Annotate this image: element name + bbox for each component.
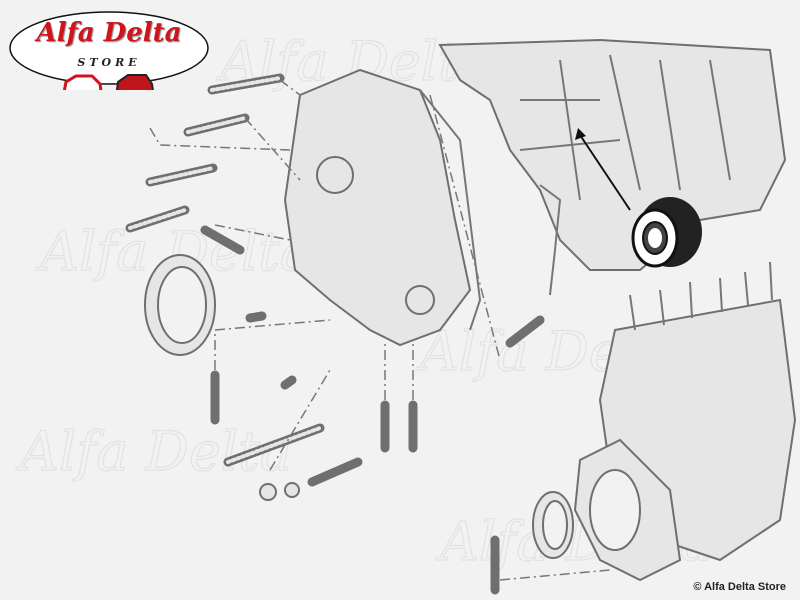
oil-seal-bore bbox=[157, 266, 207, 344]
arrow-icon bbox=[575, 128, 586, 140]
cover-boss bbox=[405, 285, 435, 315]
logo-subtitle: STORE bbox=[77, 56, 141, 69]
rear-oil-seal-bore bbox=[542, 500, 568, 550]
block-ribs bbox=[519, 54, 731, 201]
timing-cover bbox=[283, 68, 472, 347]
stud-threads bbox=[128, 76, 322, 464]
logo-ellipse bbox=[9, 11, 209, 90]
cars-icon bbox=[62, 74, 154, 90]
store-logo[interactable]: Alfa Delta STORE bbox=[8, 10, 210, 90]
gasket bbox=[419, 89, 482, 331]
rear-seal-bore bbox=[589, 469, 641, 551]
engine-block-upper bbox=[438, 38, 787, 271]
gasket-right bbox=[539, 184, 562, 296]
bearing bbox=[631, 197, 702, 268]
assembly-lines bbox=[149, 79, 611, 581]
lower-studs bbox=[629, 261, 773, 331]
logo-title: Alfa Delta bbox=[36, 18, 182, 48]
copyright-text: © Alfa Delta Store bbox=[693, 581, 786, 593]
cover-boss bbox=[316, 156, 354, 194]
washer bbox=[284, 482, 300, 498]
bearing-pointer bbox=[579, 134, 631, 211]
nut bbox=[259, 483, 277, 501]
